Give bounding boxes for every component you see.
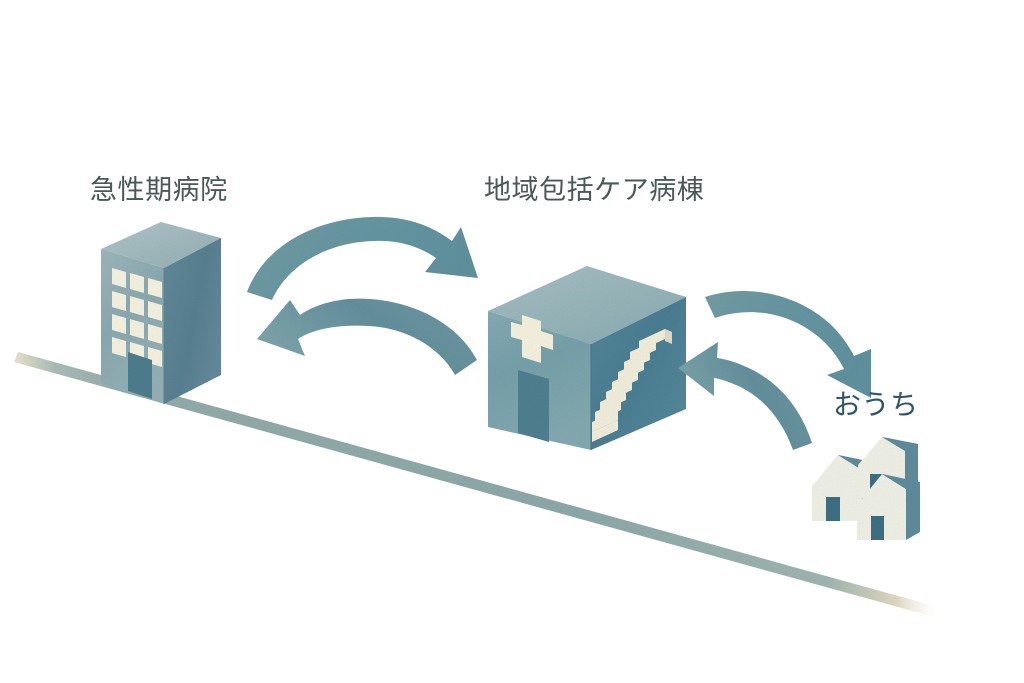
arrow-acute-to-ward [247, 216, 478, 300]
label-community-care-ward: 地域包括ケア病棟 [484, 175, 705, 206]
ward-door [518, 370, 549, 442]
house-front [857, 474, 920, 540]
houses-icon [812, 437, 920, 540]
arrow-ward-to-acute [257, 298, 477, 375]
label-home: おうち [833, 388, 919, 421]
hospital-windows [112, 268, 162, 367]
arrow-home-to-ward [678, 342, 812, 450]
ground-line [14, 352, 938, 617]
medical-cross-icon [511, 315, 553, 363]
arrow-ward-to-home [705, 290, 871, 398]
hospital-building-icon [101, 222, 221, 404]
stairs-icon [592, 329, 665, 442]
hospital-door [128, 352, 152, 399]
care-ward-cube-icon [488, 266, 686, 450]
label-acute-hospital: 急性期病院 [90, 175, 228, 206]
